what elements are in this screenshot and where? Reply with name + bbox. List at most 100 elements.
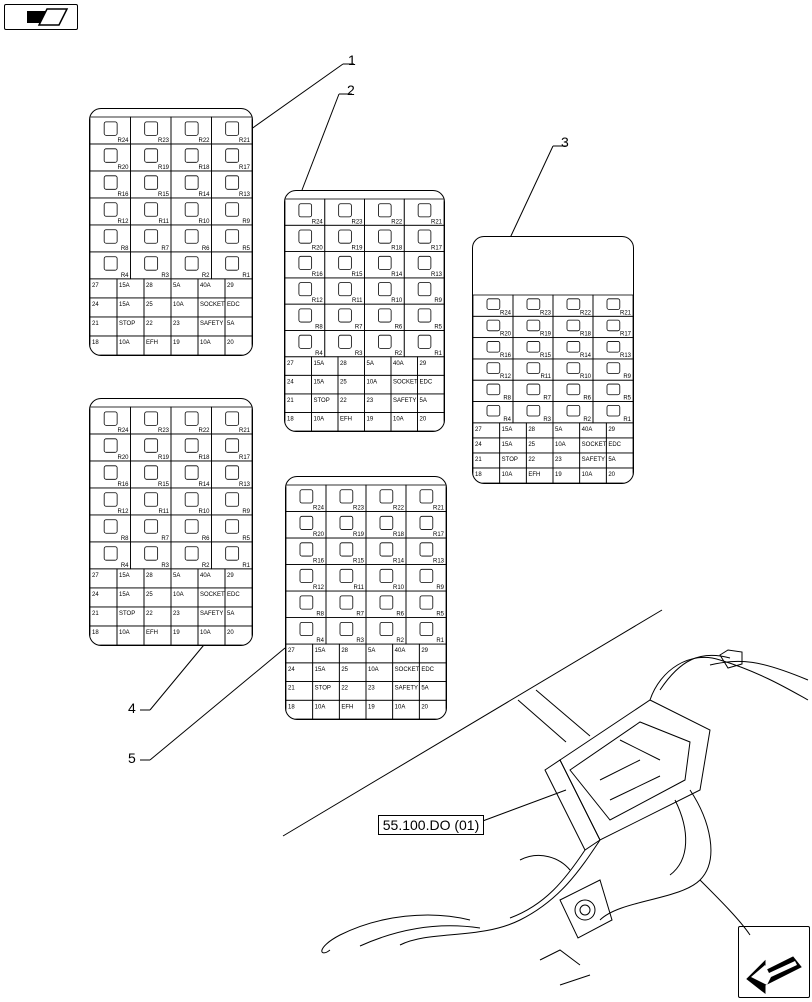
fuse-label: 23 [368, 686, 375, 692]
relay-icon [299, 568, 314, 583]
relay-icon [184, 121, 199, 136]
relay-label: R19 [353, 532, 365, 538]
relay-label: R14 [391, 272, 403, 278]
relay-icon [144, 438, 159, 453]
fuse-label: 10A [367, 379, 378, 385]
fuse-label: 25 [146, 592, 153, 598]
relay-label: R3 [543, 417, 551, 423]
relay-label: R17 [239, 455, 251, 461]
fuse-label: 10A [200, 340, 211, 346]
fuse-label: 21 [287, 398, 294, 404]
relay-label: R13 [239, 192, 251, 198]
relay-label: R16 [313, 559, 325, 565]
relay-icon [486, 341, 501, 353]
fuse-label: 18 [92, 340, 99, 346]
fuse-cell [224, 335, 252, 355]
relay-icon [486, 298, 501, 310]
fuse-label: 22 [528, 457, 535, 463]
fuse-label: 20 [421, 704, 428, 710]
relay-icon [338, 308, 352, 323]
fuse-label: EFH [528, 472, 540, 478]
relay-label: R7 [161, 536, 169, 542]
relay-icon [338, 255, 352, 270]
fuse-label: 27 [92, 573, 99, 579]
relay-label: R1 [242, 273, 250, 279]
fuse-label: STOP [119, 611, 135, 617]
relay-label: R7 [356, 612, 364, 618]
fuse-label: 10A [314, 416, 325, 422]
relay-label: R8 [315, 324, 323, 330]
relay-label: R19 [158, 165, 170, 171]
fuse-label: 23 [173, 611, 180, 617]
relay-label: R11 [158, 509, 169, 515]
relay-icon [184, 202, 199, 217]
relay-icon [338, 229, 352, 244]
relay-label: R20 [117, 165, 129, 171]
relay-icon [103, 256, 118, 271]
fuse-cell [224, 625, 252, 645]
fuse-label: 40A [200, 573, 211, 579]
relay-label: R4 [315, 351, 323, 357]
relay-icon [338, 203, 352, 218]
relay-label: R15 [353, 559, 365, 565]
relay-label: R19 [158, 455, 170, 461]
fuse-label: EDC [227, 592, 240, 598]
fuse-label: 27 [288, 648, 295, 654]
fuse-label: SOCKET [200, 592, 225, 598]
relay-icon [486, 362, 501, 374]
fuse-label: 28 [341, 648, 348, 654]
relay-icon [144, 546, 159, 561]
fuse-label: EFH [341, 704, 353, 710]
fuse-label: 5A [173, 573, 180, 579]
top-nav-button[interactable] [4, 4, 78, 30]
fuse-label: STOP [315, 686, 331, 692]
relay-icon [378, 308, 392, 323]
fuse-label: 5A [368, 648, 375, 654]
relay-icon [419, 542, 434, 557]
leader-line-2 [301, 93, 340, 191]
fuse-label: 24 [92, 592, 99, 598]
relay-icon [378, 229, 392, 244]
relay-label: R7 [161, 246, 169, 252]
relay-label: R4 [316, 638, 324, 644]
relay-icon [144, 256, 159, 271]
relay-label: R20 [500, 332, 512, 338]
fuse-label: 10A [173, 302, 184, 308]
fuse-label: 23 [367, 398, 374, 404]
relay-icon [103, 438, 118, 453]
fuse-label: 5A [227, 611, 234, 617]
arrow-left-icon [746, 956, 802, 995]
relay-label: R23 [158, 428, 170, 434]
relay-label: R10 [393, 585, 405, 591]
relay-icon [379, 621, 394, 637]
fuse-label: SAFETY [395, 686, 418, 692]
relay-icon [419, 515, 434, 530]
relay-icon [299, 542, 314, 557]
fuse-label: 15A [119, 302, 130, 308]
relay-label: R6 [396, 612, 404, 618]
fuse-label: 20 [227, 630, 234, 636]
fuse-label: 24 [288, 667, 295, 673]
reference-link[interactable]: 55.100.DO (01) [378, 815, 484, 835]
relay-icon [184, 175, 199, 190]
relay-label: R15 [158, 482, 170, 488]
fuse-label: 10A [315, 704, 326, 710]
bottom-nav-button[interactable] [738, 926, 810, 998]
relay-icon [298, 255, 313, 270]
relay-label: R2 [395, 351, 403, 357]
relay-icon [566, 404, 581, 417]
relay-icon [103, 519, 118, 534]
relay-label: R9 [242, 219, 250, 225]
relay-icon [338, 282, 352, 297]
relay-label: R7 [543, 396, 551, 402]
relay-icon [566, 362, 581, 374]
fuse-label: 15A [119, 283, 130, 289]
fuse-label: SAFETY [582, 457, 605, 463]
callout-4: 4 [128, 700, 136, 716]
relay-icon [225, 465, 240, 480]
relay-icon [606, 298, 621, 310]
relay-icon [144, 202, 159, 217]
relay-icon [339, 489, 354, 504]
relay-label: R10 [198, 219, 210, 225]
